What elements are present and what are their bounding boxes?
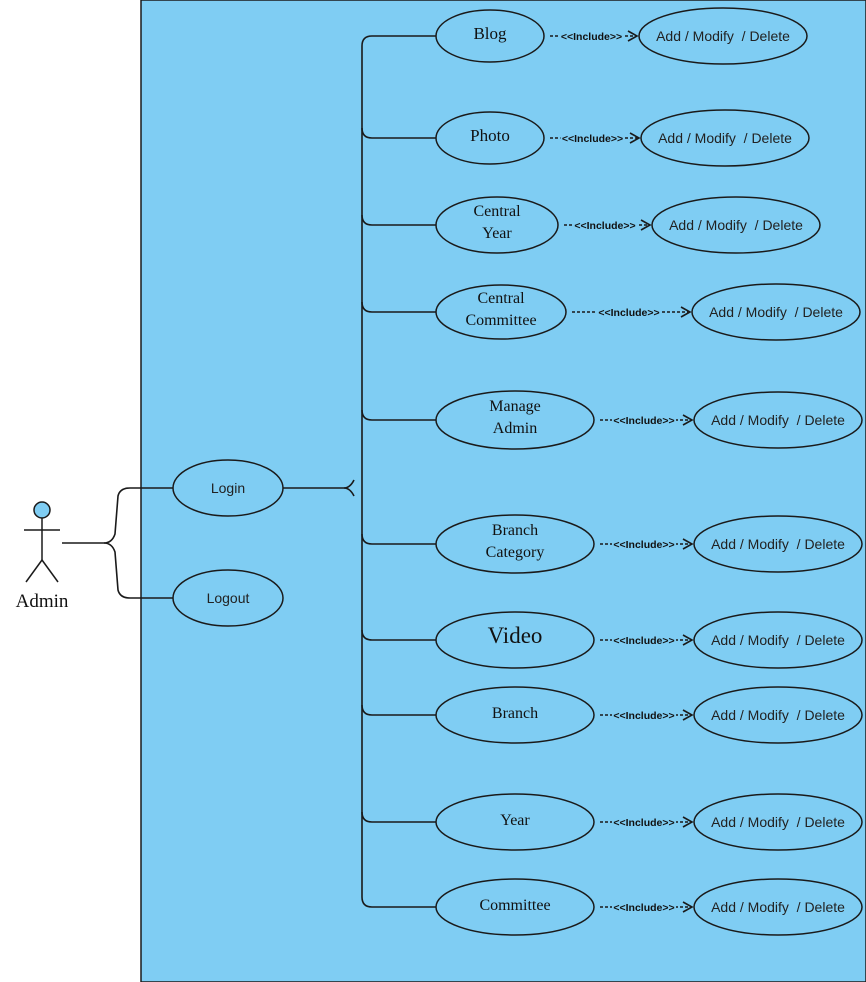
use-case-committee[interactable]: [435, 878, 595, 936]
include-label-bg: [612, 709, 676, 721]
add-modify-delete-use-case[interactable]: [693, 515, 863, 573]
connector-line: [361, 214, 436, 226]
use-case-label: Branch: [492, 522, 538, 539]
use-case-label: Central: [473, 203, 521, 220]
add-modify-delete-label: Add / Modify / Delete: [711, 899, 845, 915]
include-label: <<Include>>: [561, 31, 622, 43]
add-modify-delete-use-case[interactable]: [651, 196, 821, 254]
use-case-row-committee: Committee <<Include>> Add / Modify / Delet…: [372, 878, 863, 936]
use-case-photo[interactable]: [435, 111, 545, 165]
use-case-label: Category: [486, 544, 545, 561]
actor-head-icon: [33, 501, 51, 519]
add-modify-delete-use-case[interactable]: [691, 283, 861, 341]
include-label: <<Include>>: [613, 539, 674, 551]
add-modify-delete-label: Add / Modify / Delete: [658, 130, 792, 146]
feature-bus-line: [361, 35, 373, 908]
add-modify-delete-use-case[interactable]: [693, 686, 863, 744]
add-modify-delete-label: Add / Modify / Delete: [711, 412, 845, 428]
add-modify-delete-use-case[interactable]: [693, 793, 863, 851]
use-case-blog[interactable]: [435, 9, 545, 63]
add-modify-delete-use-case[interactable]: [693, 878, 863, 936]
include-label: <<Include>>: [562, 133, 623, 145]
actor-label: Admin: [16, 591, 69, 612]
use-case-branch[interactable]: [435, 686, 595, 744]
use-case-central-committee[interactable]: [435, 284, 567, 340]
admin-actor: [24, 501, 60, 583]
use-case-row-photo: Photo <<Include>> Add / Modify / Delete: [361, 109, 810, 167]
include-label-bg: [597, 306, 661, 318]
actor-connector: [62, 487, 176, 599]
connector-line: [361, 301, 436, 313]
login-label: Login: [211, 480, 245, 496]
add-modify-delete-label: Add / Modify / Delete: [711, 707, 845, 723]
add-modify-delete-label: Add / Modify / Delete: [709, 304, 843, 320]
use-case-manage-admin[interactable]: [435, 390, 595, 450]
logout-use-case[interactable]: Logout: [172, 569, 284, 627]
include-label: <<Include>>: [613, 415, 674, 427]
include-label-bg: [560, 132, 625, 144]
include-label: <<Include>>: [613, 635, 674, 647]
include-label: <<Include>>: [598, 307, 659, 319]
use-case-row-branch: Branch <<Include>> Add / Modify / Delete: [361, 686, 863, 744]
use-case-video[interactable]: [435, 611, 595, 669]
include-label-bg: [612, 538, 676, 550]
connector-line: [361, 704, 436, 716]
use-case-row-blog: Blog <<Include>> Add / Modify / Delete: [372, 7, 808, 65]
include-label: <<Include>>: [613, 817, 674, 829]
include-label: <<Include>>: [613, 902, 674, 914]
add-modify-delete-label: Add / Modify / Delete: [656, 28, 790, 44]
add-modify-delete-use-case[interactable]: [693, 391, 863, 449]
use-case-row-video: Video <<Include>> Add / Modify / Delete: [361, 611, 863, 669]
use-case-label: Year: [482, 225, 512, 242]
logout-label: Logout: [207, 590, 250, 606]
use-case-label: Manage: [489, 398, 541, 415]
connector-line: [361, 533, 436, 545]
login-use-case[interactable]: Login: [172, 459, 284, 517]
use-case-label: Branch: [492, 705, 538, 722]
use-case-label: Committee: [479, 897, 550, 914]
include-label: <<Include>>: [613, 710, 674, 722]
use-case-label: Year: [500, 812, 530, 829]
add-modify-delete-use-case[interactable]: [638, 7, 808, 65]
include-label-bg: [612, 901, 676, 913]
login-connector: [283, 479, 355, 497]
use-case-branch-category[interactable]: [435, 514, 595, 574]
include-label-bg: [612, 816, 676, 828]
include-label-bg: [559, 30, 624, 42]
add-modify-delete-use-case[interactable]: [640, 109, 810, 167]
use-case-label: Admin: [493, 420, 537, 437]
use-case-label: Committee: [465, 312, 536, 329]
use-case-central-year[interactable]: [435, 196, 559, 254]
add-modify-delete-label: Add / Modify / Delete: [711, 536, 845, 552]
connector-line: [361, 409, 436, 421]
connector-line: [361, 811, 436, 823]
include-label-bg: [612, 634, 676, 646]
use-case-label: Central: [477, 290, 525, 307]
add-modify-delete-label: Add / Modify / Delete: [711, 632, 845, 648]
use-case-label: Video: [488, 623, 543, 648]
include-label-bg: [573, 219, 637, 231]
add-modify-delete-use-case[interactable]: [693, 611, 863, 669]
include-label: <<Include>>: [574, 220, 635, 232]
add-modify-delete-label: Add / Modify / Delete: [711, 814, 845, 830]
use-case-row-year: Year <<Include>> Add / Modify / Delete: [361, 793, 863, 851]
connector-line: [361, 629, 436, 641]
use-case-label: Photo: [470, 126, 510, 145]
use-case-label: Blog: [473, 24, 507, 43]
feature-use-cases: Blog<<Include>>Add / Modify / DeletePhot…: [361, 7, 863, 936]
use-case-year[interactable]: [435, 793, 595, 851]
add-modify-delete-label: Add / Modify / Delete: [669, 217, 803, 233]
connector-line: [361, 127, 436, 139]
include-label-bg: [612, 414, 676, 426]
